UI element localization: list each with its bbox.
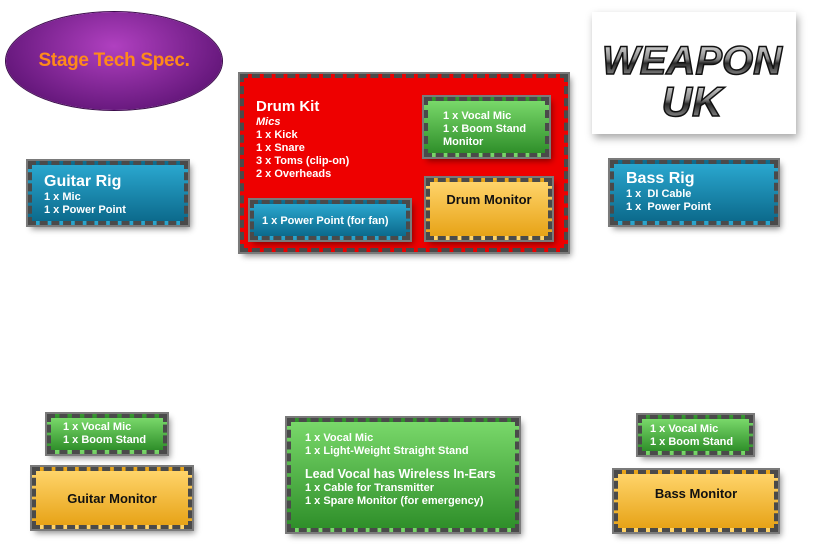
bass-vocal-line: 1 x Boom Stand bbox=[650, 436, 734, 448]
drum-item: 3 x Toms (clip-on) bbox=[256, 155, 350, 167]
bass-vocal-line: 1 x Vocal Mic bbox=[650, 423, 719, 435]
guitar-rig-item: 1 x Mic bbox=[44, 191, 81, 203]
drum-item: 1 x Snare bbox=[256, 142, 305, 154]
guitar-rig-title: Guitar Rig bbox=[44, 173, 122, 190]
logo-line1: WEAPON bbox=[602, 39, 783, 83]
guitar-monitor-label: Guitar Monitor bbox=[67, 490, 157, 506]
drum-power-box: 1 x Power Point (for fan) bbox=[250, 200, 410, 240]
bass-vocal-box: 1 x Vocal Mic 1 x Boom Stand bbox=[638, 415, 753, 455]
title-badge-text: Stage Tech Spec. bbox=[38, 50, 190, 71]
drum-item: 1 x Kick bbox=[256, 129, 298, 141]
lead-vocal-line: 1 x Light-Weight Straight Stand bbox=[305, 445, 469, 457]
band-logo: WEAPON UK bbox=[592, 12, 796, 134]
title-badge: Stage Tech Spec. bbox=[6, 12, 222, 110]
drum-vocal-line: 1 x Boom Stand bbox=[443, 123, 527, 135]
guitar-vocal-box: 1 x Vocal Mic 1 x Boom Stand bbox=[47, 414, 167, 454]
drum-vocal-line: 1 x Vocal Mic bbox=[443, 110, 512, 122]
lead-vocal-line: 1 x Spare Monitor (for emergency) bbox=[305, 495, 484, 507]
drum-power-text: 1 x Power Point (for fan) bbox=[262, 215, 389, 227]
weapon-uk-logo: WEAPON UK bbox=[601, 38, 784, 126]
bass-monitor-box: Bass Monitor bbox=[614, 470, 778, 532]
guitar-monitor-box: Guitar Monitor bbox=[32, 467, 192, 529]
drum-vocal-box: 1 x Vocal Mic 1 x Boom Stand Monitor bbox=[424, 97, 549, 157]
bass-monitor-label: Bass Monitor bbox=[654, 486, 738, 501]
lead-vocal-line: 1 x Vocal Mic bbox=[305, 432, 374, 444]
lead-vocal-box: 1 x Vocal Mic 1 x Light-Weight Straight … bbox=[287, 418, 519, 532]
guitar-vocal-line: 1 x Boom Stand bbox=[63, 434, 147, 446]
drum-monitor-label: Drum Monitor bbox=[446, 192, 532, 207]
bass-rig-box: Bass Rig 1 x DI Cable 1 x Power Point bbox=[610, 160, 778, 225]
guitar-vocal-line: 1 x Vocal Mic bbox=[63, 421, 132, 433]
guitar-rig-item: 1 x Power Point bbox=[44, 204, 126, 216]
bass-rig-item: 1 x Power Point bbox=[626, 201, 711, 213]
logo-line2: UK bbox=[662, 78, 725, 125]
guitar-rig-box: Guitar Rig 1 x Mic 1 x Power Point bbox=[28, 161, 188, 225]
bass-rig-title: Bass Rig bbox=[626, 170, 695, 187]
drum-kit-title: Drum Kit bbox=[256, 98, 320, 115]
drum-monitor-box: Drum Monitor bbox=[426, 178, 552, 240]
drum-vocal-line: Monitor bbox=[443, 136, 484, 148]
drum-item: 2 x Overheads bbox=[256, 168, 332, 180]
drum-kit-subtitle: Mics bbox=[256, 116, 281, 128]
bass-rig-item: 1 x DI Cable bbox=[626, 188, 692, 200]
lead-vocal-heading: Lead Vocal has Wireless In-Ears bbox=[305, 467, 496, 481]
lead-vocal-line: 1 x Cable for Transmitter bbox=[305, 482, 434, 494]
